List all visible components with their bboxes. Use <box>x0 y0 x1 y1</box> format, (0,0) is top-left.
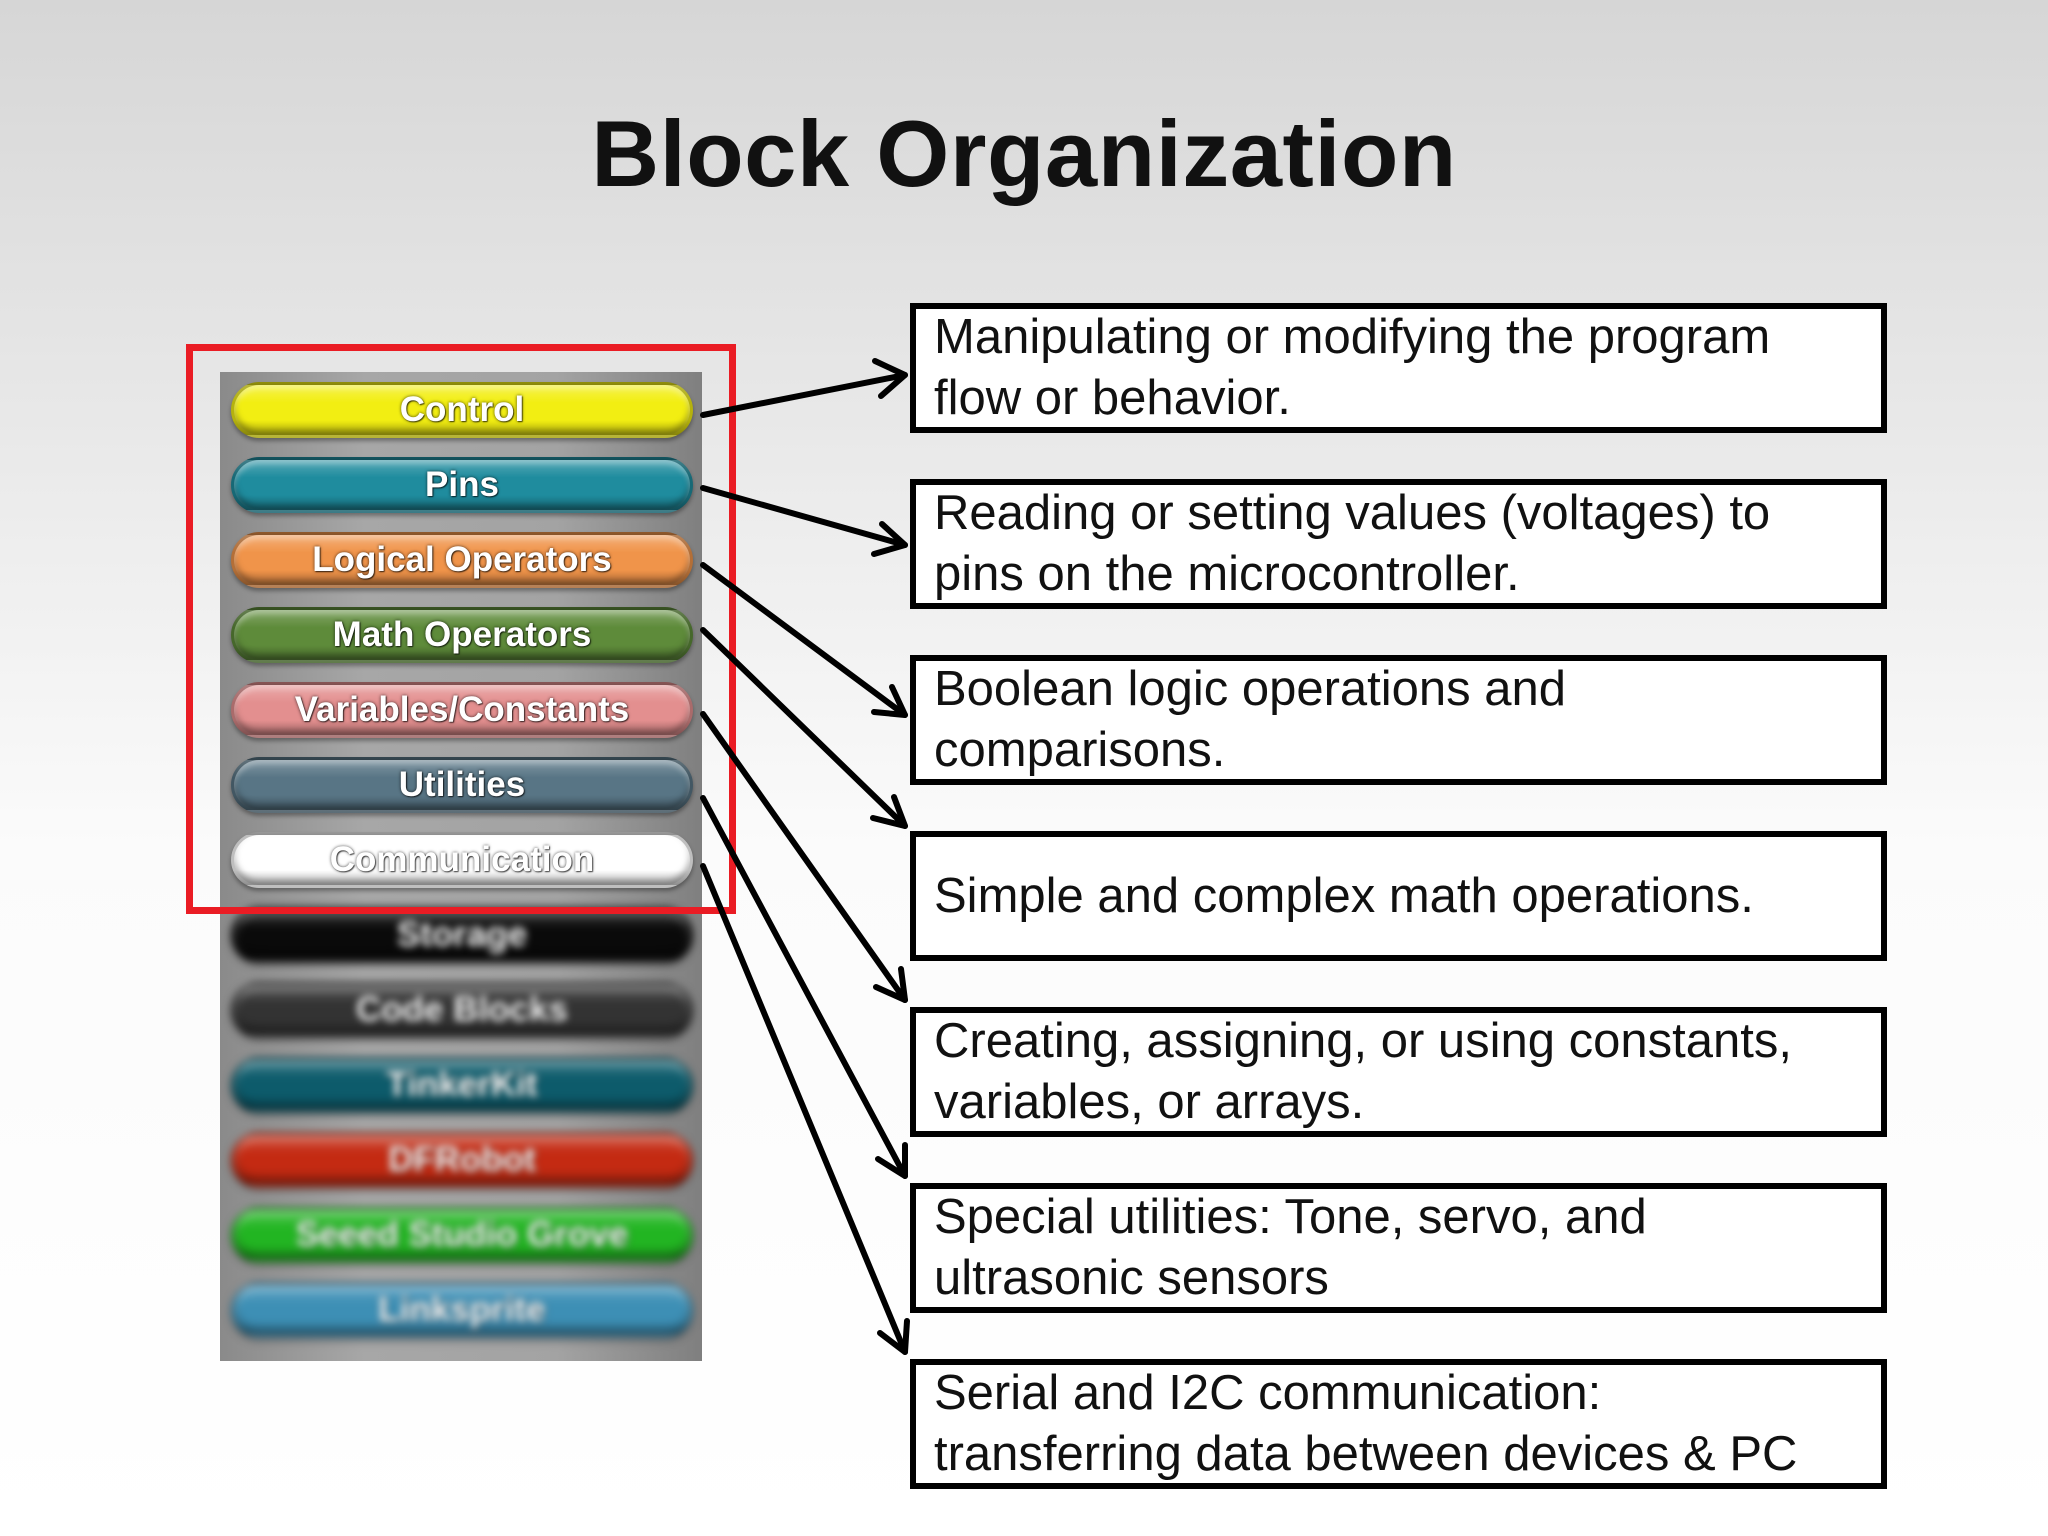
arrow-communication <box>703 866 907 1352</box>
arrow-logical-operators <box>703 565 905 715</box>
arrow-math-operators <box>703 630 905 826</box>
arrow-pins <box>703 488 905 554</box>
arrow-control <box>703 361 905 415</box>
